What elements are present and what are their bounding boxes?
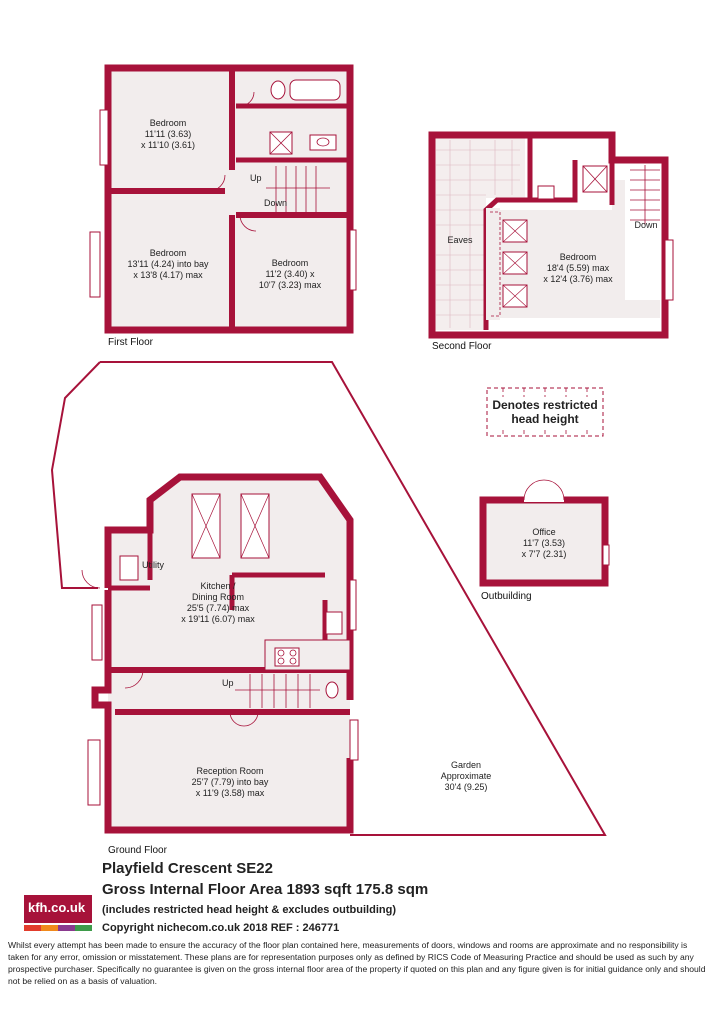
stairs-up-label: Up	[250, 173, 262, 183]
legend-line2: head height	[511, 412, 578, 426]
area-note: (includes restricted head height & exclu…	[102, 904, 396, 916]
first-floor: Bedroom 11'11 (3.63) x 11'10 (3.61) Bedr…	[89, 64, 357, 348]
bedroom-3-dim2: 10'7 (3.23) max	[259, 280, 322, 290]
kitchen-name-1: Kitchen /	[200, 581, 236, 591]
bedroom-3-dim1: 11'2 (3.40) x	[265, 269, 315, 279]
reception-dim2: x 11'9 (3.58) max	[196, 788, 265, 798]
logo-bar-green	[75, 925, 92, 931]
second-floor-bedroom-dim1: 18'4 (5.59) max	[547, 263, 610, 273]
first-floor-title: First Floor	[108, 337, 154, 348]
logo-bar-purple	[58, 925, 75, 931]
eaves-label: Eaves	[447, 235, 473, 245]
ground-floor: Utility Kitchen / Dining Room 25'5 (7.74…	[50, 361, 607, 856]
garden-name: Garden	[451, 760, 481, 770]
bedroom-2-name: Bedroom	[150, 248, 187, 258]
second-floor-bedroom-dim2: x 12'4 (3.76) max	[543, 274, 613, 284]
bedroom-2-dim2: x 13'8 (4.17) max	[133, 270, 203, 280]
logo-bar-orange	[41, 925, 58, 931]
second-floor-bedroom-name: Bedroom	[560, 252, 597, 262]
office-name: Office	[532, 527, 555, 537]
logo-box: kfh.co.uk	[24, 895, 92, 923]
legend: Denotes restricted head height	[486, 387, 604, 437]
bedroom-1-dim2: x 11'10 (3.61)	[141, 140, 195, 150]
ground-stairs-up: Up	[222, 678, 234, 688]
reception-dim1: 25'7 (7.79) into bay	[192, 777, 269, 787]
property-address: Playfield Crescent SE22	[102, 860, 273, 877]
second-floor-stairs-down: Down	[634, 220, 657, 230]
second-floor-title: Second Floor	[432, 341, 492, 352]
garden-dim: 30'4 (9.25)	[445, 782, 488, 792]
kitchen-dim1: 25'5 (7.74) max	[187, 603, 250, 613]
office-dim1: 11'7 (3.53)	[523, 538, 565, 548]
ground-floor-title: Ground Floor	[108, 845, 168, 856]
second-floor: Eaves Bedroom 18'4 (5.59) max x 12'4 (3.…	[428, 131, 674, 352]
kitchen-dim2: x 19'11 (6.07) max	[181, 614, 255, 624]
gross-internal-area: Gross Internal Floor Area 1893 sqft 175.…	[102, 881, 429, 898]
outbuilding-title: Outbuilding	[481, 591, 532, 602]
floor-plan: Bedroom 11'11 (3.63) x 11'10 (3.61) Bedr…	[50, 64, 674, 856]
utility-label: Utility	[142, 560, 164, 570]
bedroom-3-name: Bedroom	[272, 258, 309, 268]
legend-line1: Denotes restricted	[492, 398, 597, 412]
stairs-down-label: Down	[264, 198, 287, 208]
logo-bar-red	[24, 925, 41, 931]
outbuilding: Office 11'7 (3.53) x 7'7 (2.31) Outbuild…	[479, 479, 610, 602]
bedroom-2-dim1: 13'11 (4.24) into bay	[127, 259, 209, 269]
logo-text: kfh.co.uk	[28, 900, 86, 915]
bedroom-1-dim1: 11'11 (3.63)	[145, 129, 191, 139]
copyright: Copyright nichecom.co.uk 2018 REF : 2467…	[102, 922, 340, 934]
disclaimer: Whilst every attempt has been made to en…	[8, 940, 706, 986]
kfh-logo[interactable]: kfh.co.uk	[24, 895, 92, 935]
reception-name: Reception Room	[196, 766, 263, 776]
bedroom-1-name: Bedroom	[150, 118, 187, 128]
kitchen-name-2: Dining Room	[192, 592, 244, 602]
garden-approx: Approximate	[441, 771, 492, 781]
office-dim2: x 7'7 (2.31)	[522, 549, 567, 559]
